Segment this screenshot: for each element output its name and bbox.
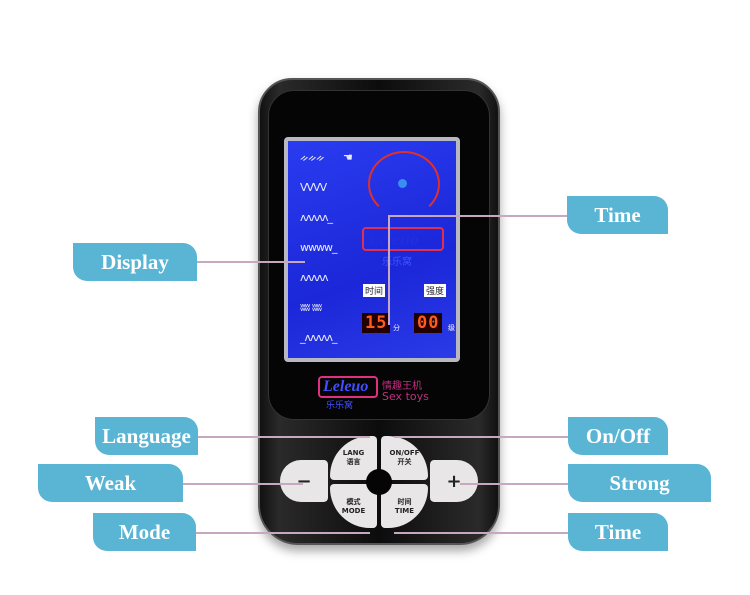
weak-label: Weak <box>38 464 183 502</box>
mode-label-cn: 模式 <box>346 498 361 506</box>
time-top-callout-line <box>388 215 568 217</box>
time-label-cn: 时间 <box>397 498 412 506</box>
time-top-callout-line <box>388 215 390 325</box>
strong-label: Strong <box>568 464 711 502</box>
screen-brand-logo: Leleuo <box>362 227 444 251</box>
weak-button[interactable]: − <box>280 460 328 502</box>
time-top-label: Time <box>567 196 668 234</box>
onoff-label-cn: 开关 <box>397 458 412 466</box>
mode-callout-line <box>196 532 370 534</box>
language-callout-line <box>198 436 370 438</box>
wave-mode-icon: ʌʌʌʌʌ <box>300 271 329 284</box>
wave-mode-icon: wwww_ <box>300 241 337 254</box>
lang-label: LANG <box>342 449 365 457</box>
strength-unit: 级 <box>448 324 455 332</box>
lcd-display: ᨀᨀᨀ VVVV ʌʌʌʌʌ_ wwww_ ʌʌʌʌʌ ʬʬ ʬʬ _ʌʌʌʌʌ… <box>284 137 460 362</box>
center-hub <box>366 469 392 495</box>
lang-label-cn: 语言 <box>346 458 361 466</box>
wave-mode-icon: ʬʬ ʬʬ <box>300 301 322 314</box>
wave-mode-icon: VVVV <box>300 181 327 194</box>
wave-mode-icon: ᨀᨀᨀ <box>300 151 325 164</box>
onoff-label: ON/OFF <box>389 449 420 457</box>
strength-readout: 00 <box>414 313 443 333</box>
wave-mode-icon: ʌʌʌʌʌ_ <box>300 211 333 224</box>
device-tagline-cn: 情趣王机 <box>382 381 422 392</box>
strong-button[interactable]: + <box>430 460 478 502</box>
device-tagline: Sex toys <box>382 390 429 403</box>
onoff-callout-line <box>394 436 568 438</box>
display-callout-line <box>197 261 305 263</box>
screen-brand-cn: 乐乐窝 <box>382 257 412 268</box>
time-button-label: TIME <box>394 507 415 515</box>
time-bottom-label: Time <box>568 513 668 551</box>
weak-callout-line <box>183 483 303 485</box>
device-brand-logo: Leleuo <box>318 376 378 398</box>
mode-label: Mode <box>93 513 196 551</box>
language-label: Language <box>95 417 198 455</box>
time-label: 时间 <box>363 284 386 297</box>
device-brand-cn: 乐乐窝 <box>326 401 354 411</box>
wave-mode-icon: _ʌʌʌʌʌ_ <box>300 331 338 344</box>
device-body: ᨀᨀᨀ VVVV ʌʌʌʌʌ_ wwww_ ʌʌʌʌʌ ʬʬ ʬʬ _ʌʌʌʌʌ… <box>258 78 500 545</box>
display-label: Display <box>73 243 197 281</box>
on-off-label: On/Off <box>568 417 668 455</box>
time-bottom-callout-line <box>394 532 568 534</box>
mode-label: MODE <box>341 507 366 515</box>
pointer-hand-icon: ☚ <box>343 151 353 164</box>
time-readout: 15 <box>362 313 391 333</box>
time-unit: 分 <box>393 324 400 332</box>
indicator-dot <box>398 179 407 188</box>
intensity-ring-icon <box>368 151 440 217</box>
strong-callout-line <box>460 483 568 485</box>
strength-label: 强度 <box>424 284 447 297</box>
